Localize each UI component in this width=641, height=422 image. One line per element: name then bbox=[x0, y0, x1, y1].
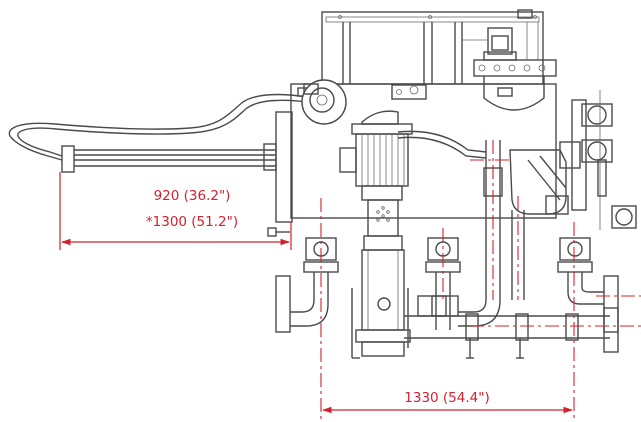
width-label: 1330 (54.4") bbox=[404, 390, 489, 406]
cable-length-alt-label: *1300 (51.2") bbox=[146, 214, 238, 230]
pipework bbox=[275, 130, 619, 358]
cable-length-label: 920 (36.2") bbox=[154, 188, 231, 204]
centerlines bbox=[320, 140, 641, 420]
support-legs bbox=[267, 227, 524, 359]
sensor-vessel bbox=[462, 27, 557, 111]
right-gauges bbox=[571, 90, 637, 230]
cable-probe bbox=[8, 79, 347, 173]
control-frame bbox=[321, 9, 544, 85]
pump-motor bbox=[339, 110, 413, 358]
valve-right bbox=[557, 237, 593, 273]
dimension-cable-length: 920 (36.2") *1300 (51.2") bbox=[59, 172, 292, 250]
dimension-width: 1330 (54.4") bbox=[322, 390, 573, 414]
filter-strainer bbox=[509, 141, 581, 215]
